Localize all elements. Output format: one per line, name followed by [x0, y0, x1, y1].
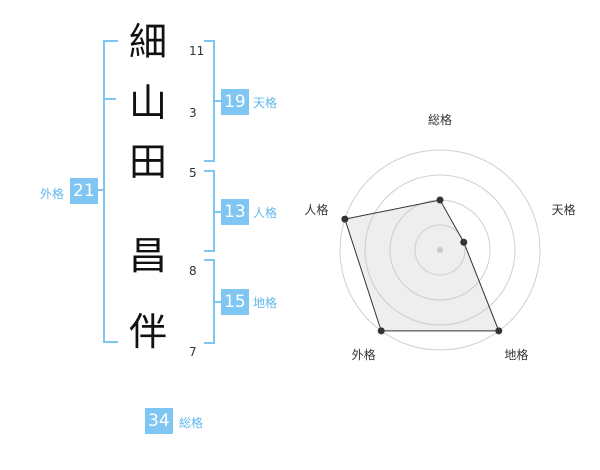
name-char-3: 田	[128, 140, 167, 184]
radar-point-1	[436, 196, 444, 204]
gaikaku-value-badge: 21	[70, 178, 98, 204]
soukaku-value-badge: 34	[145, 408, 173, 434]
radar-point-4	[377, 327, 385, 335]
radar-series-polygon	[344, 199, 500, 332]
radar-ring-1	[414, 224, 466, 276]
tenkaku-value-badge: 19	[221, 89, 249, 115]
stroke-count-2: 3	[189, 106, 197, 120]
stroke-count-1: 11	[189, 44, 205, 58]
stroke-count-4: 8	[189, 264, 197, 278]
radar-ring-3	[364, 174, 516, 326]
radar-axis-label-1: 総格	[428, 112, 452, 127]
name-char-2: 山	[128, 81, 167, 125]
soukaku-label: 総格	[179, 416, 204, 430]
radar-series	[341, 196, 503, 335]
gaikaku-label: 外格	[40, 187, 65, 201]
jinkaku-label: 人格	[253, 206, 278, 220]
gaikaku-bracket	[103, 40, 118, 343]
jinkaku-bracket	[204, 170, 215, 252]
name-char-4: 昌	[128, 234, 167, 278]
radar-axis-label-3: 地格	[504, 347, 528, 362]
name-char-5: 伴	[128, 310, 167, 354]
name-char-1: 細	[128, 20, 167, 64]
stroke-count-5: 7	[189, 345, 197, 359]
radar-axis-label-4: 外格	[352, 347, 376, 362]
tenkaku-bracket	[204, 40, 215, 162]
gaikaku-bracket-divider	[103, 98, 116, 100]
tenkaku-connector	[215, 100, 222, 102]
chikaku-bracket	[204, 259, 215, 344]
chikaku-value-badge: 15	[221, 289, 249, 315]
chikaku-connector	[215, 301, 222, 303]
radar-point-5	[341, 215, 349, 223]
tenkaku-label: 天格	[253, 96, 278, 110]
radar-axis-label-2: 天格	[552, 202, 576, 217]
jinkaku-connector	[215, 211, 222, 213]
stroke-count-3: 5	[189, 166, 197, 180]
radar-ring-4	[339, 149, 541, 351]
chikaku-label: 地格	[253, 296, 278, 310]
radar-axis-label-5: 人格	[304, 202, 328, 217]
radar-point-3	[495, 327, 503, 335]
jinkaku-value-badge: 13	[221, 199, 249, 225]
radar-point-2	[460, 238, 468, 246]
radar-center-dot	[437, 247, 443, 253]
gaikaku-connector	[94, 189, 103, 191]
